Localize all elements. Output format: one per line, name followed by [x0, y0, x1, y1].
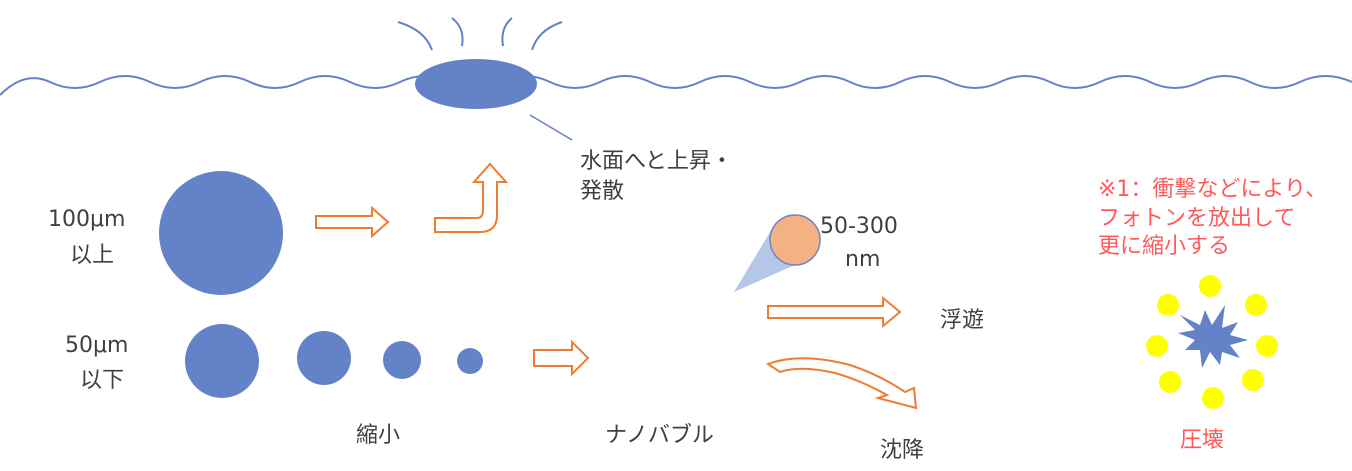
surface-label-2: 発散 [580, 179, 624, 204]
up-turn-arrow [434, 162, 509, 233]
shrink-label: 縮小 [356, 423, 400, 448]
photons [1146, 275, 1278, 409]
nanobubble [769, 214, 821, 266]
note-line-1: ※1：衝撃などにより、 [1098, 177, 1327, 202]
float-arrow [767, 295, 902, 329]
water-surface [0, 75, 1352, 96]
splash-lines [397, 17, 563, 51]
size-label-2: nm [845, 247, 880, 272]
small-label-1: 50μm [65, 333, 128, 358]
bubble-3 [383, 341, 421, 379]
shrink-arrow [533, 339, 590, 377]
surfacing-bubble [415, 59, 537, 109]
bubble-1 [185, 324, 259, 398]
note-line-2: フォトンを放出して [1098, 206, 1295, 231]
size-label-1: 50-300 [820, 214, 898, 239]
collapse-label: 圧壊 [1180, 428, 1224, 453]
leader-line [529, 114, 573, 141]
bubble-4 [457, 348, 483, 374]
surface-label-1: 水面へと上昇・ [580, 149, 733, 174]
sink-label: 沈降 [880, 438, 924, 463]
note-line-3: 更に縮小する [1098, 234, 1230, 259]
large-label-2: 以上 [70, 243, 114, 268]
bubble-2 [297, 331, 351, 385]
float-label: 浮遊 [940, 308, 984, 333]
burst-icon [1178, 305, 1248, 368]
right-arrow [315, 205, 390, 239]
large-bubble [159, 171, 283, 295]
large-label-1: 100μm [48, 207, 125, 232]
sink-arrow [765, 357, 918, 410]
nanobubble-label: ナノバブル [605, 423, 714, 448]
small-label-2: 以下 [80, 368, 124, 393]
